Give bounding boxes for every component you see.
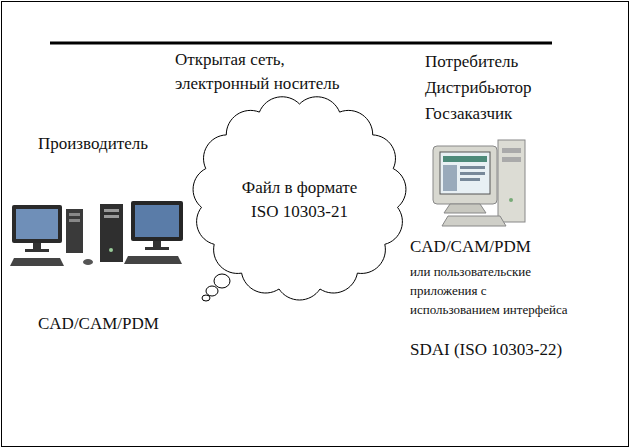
caption-label: Госзаказчик	[425, 102, 512, 126]
caption-label: Потребитель	[425, 50, 518, 74]
producer-computers	[10, 201, 183, 266]
cloud-shape	[192, 95, 407, 300]
cloud-outline	[193, 97, 406, 300]
top-rule	[50, 42, 552, 45]
caption-label: SDAI (ISO 10303-22)	[410, 338, 562, 362]
caption-label: Открытая сеть, электронный носитель	[175, 48, 380, 96]
thought-bubbles	[202, 274, 230, 301]
cloud-node: Файл в формате ISO 10303-21	[192, 95, 407, 300]
caption-label: или пользовательские приложения с исполь…	[410, 262, 570, 319]
caption-label: CAD/CAM/PDM	[38, 312, 159, 336]
cloud-text: Файл в формате ISO 10303-21	[236, 176, 364, 224]
caption-label: Дистрибьютор	[425, 76, 532, 100]
caption-label: Производитель	[38, 132, 148, 156]
consumer-computer	[433, 140, 525, 226]
caption-label: CAD/CAM/PDM	[410, 235, 531, 259]
